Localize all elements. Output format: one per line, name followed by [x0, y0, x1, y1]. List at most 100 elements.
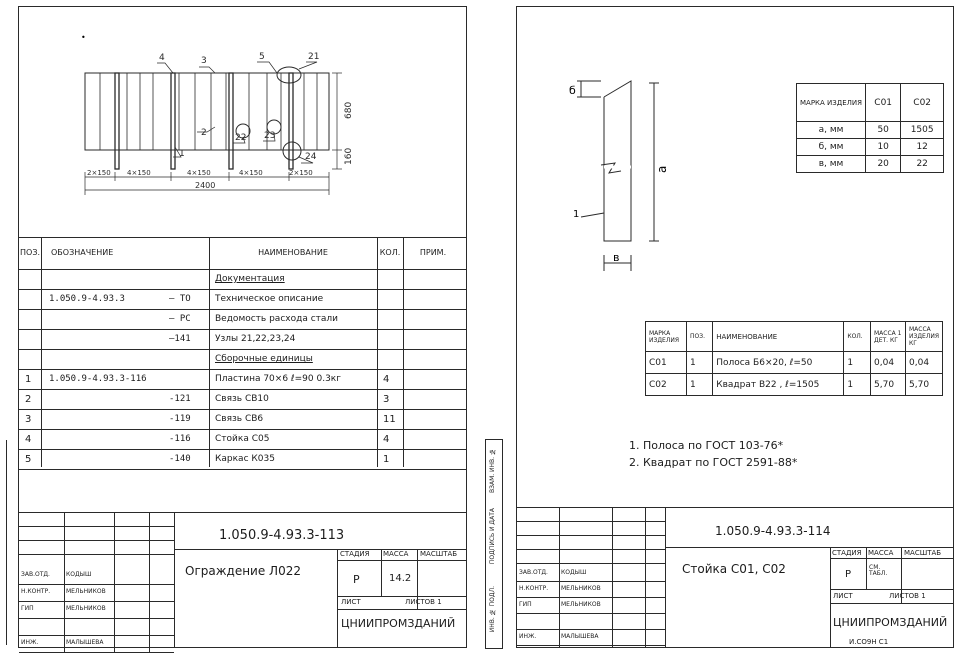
signature-person: МАЛЫШЕВА	[66, 639, 104, 646]
left-title-block: 1.050.9-4.93.3-113 Ограждение Л022 СТАДИ…	[19, 512, 466, 653]
spec-qty: 4	[383, 374, 390, 385]
param-row-a: а, мм	[795, 121, 867, 139]
spec-name: Техническое описание	[215, 294, 324, 304]
hdr-pos: ПОЗ.	[20, 247, 40, 257]
spec-pos: 2	[25, 394, 32, 405]
signature-person: МАЛЫШЕВА	[561, 633, 599, 640]
right-mass: СМ. ТАБЛ.	[869, 564, 888, 577]
left-stage: Р	[353, 573, 360, 586]
spec-suffix: – РС	[169, 314, 191, 324]
spec-pos: 3	[25, 414, 32, 425]
left-drawing-title: Ограждение Л022	[185, 564, 301, 578]
right-footer: И.СО9Н С1	[849, 638, 889, 646]
left-scale-label: МАСШТАБ	[420, 550, 458, 558]
hdr-qty: КОЛ.	[379, 247, 401, 257]
spec-suffix: -121	[169, 394, 191, 404]
signature-role: ИНЖ.	[519, 633, 537, 640]
signature-person: МЕЛЬНИКОВ	[561, 601, 601, 608]
callout-22: 22	[235, 133, 246, 143]
rspec-cell: Полоса Б6×20, ℓ=50	[712, 351, 845, 374]
param-cell: 50	[865, 121, 902, 139]
right-scale-label: МАСШТАБ	[904, 549, 942, 557]
rspec-cell: С01	[645, 351, 687, 374]
rspec-hdr-pos: ПОЗ.	[685, 321, 714, 352]
param-row-b: б, мм	[795, 138, 867, 156]
callout-24: 24	[305, 152, 317, 162]
svg-text:•: •	[81, 33, 86, 42]
rspec-cell: 5,70	[870, 373, 906, 396]
callout-21: 21	[308, 52, 319, 62]
signature-person: МЕЛЬНИКОВ	[66, 588, 106, 595]
right-title-block: 1.050.9-4.93.3-114 Стойка С01, С02 СТАДИ…	[517, 507, 953, 647]
left-sheet-label: ЛИСТ	[341, 598, 361, 606]
left-sheet: • 4 3 5 21 2 22 23 1 24 680 160 2×150 4×…	[18, 6, 467, 653]
rspec-hdr-name: НАИМЕНОВАНИЕ	[712, 321, 845, 352]
right-spec-table: МАРКА ИЗДЕЛИЯ ПОЗ. НАИМЕНОВАНИЕ КОЛ. МАС…	[645, 321, 943, 396]
callout-3: 3	[201, 56, 207, 66]
spec-name: Документация	[215, 274, 285, 284]
callout-4: 4	[159, 53, 165, 63]
param-hdr-1: С01	[865, 83, 902, 122]
fence-drawing: • 4 3 5 21 2 22 23 1 24 680 160 2×150 4×…	[81, 33, 354, 195]
side-stamp: ИНВ. № ПОДЛ. ПОДПИСЬ И ДАТА ВЗАМ. ИНВ. №	[485, 439, 503, 649]
label-v: в	[613, 251, 619, 264]
rspec-cell: 5,70	[905, 373, 943, 396]
spec-suffix: -119	[169, 414, 191, 424]
spec-pos: 1	[25, 374, 32, 385]
spec-pos: 5	[25, 454, 32, 465]
dim-total: 2400	[195, 181, 215, 190]
left-drawing-code: 1.050.9-4.93.3-113	[219, 528, 345, 543]
param-hdr-2: С02	[900, 83, 944, 122]
right-drawing-title: Стойка С01, С02	[682, 562, 786, 576]
spec-qty: 1	[383, 454, 390, 465]
spec-designation: 1.050.9-4.93.3	[49, 294, 125, 304]
param-row-v: в, мм	[795, 155, 867, 173]
dim-h-4: 4×150	[239, 169, 263, 177]
spec-pos: 4	[25, 434, 32, 445]
right-sheet-label: ЛИСТ	[833, 592, 853, 600]
signature-person: КОДЫШ	[66, 571, 92, 578]
param-cell: 10	[865, 138, 902, 156]
param-cell: 1505	[900, 121, 944, 139]
right-drawing-code: 1.050.9-4.93.3-114	[715, 524, 831, 538]
spec-suffix: -140	[169, 454, 191, 464]
spec-name: Узлы 21,22,23,24	[215, 334, 296, 344]
left-mass: 14.2	[389, 573, 412, 584]
stamp-inv: ИНВ. № ПОДЛ.	[489, 586, 496, 633]
param-cell: 12	[900, 138, 944, 156]
left-org: ЦНИИПРОМЗДАНИЙ	[341, 617, 456, 630]
left-sheets-label: ЛИСТОВ 1	[405, 598, 442, 606]
rspec-cell: 0,04	[870, 351, 906, 374]
signature-role: ИНЖ.	[21, 639, 39, 646]
signature-person: МЕЛЬНИКОВ	[66, 605, 106, 612]
rspec-cell: 1	[843, 373, 871, 396]
spec-name: Пластина 70×6 ℓ=90 0.3кг	[215, 374, 341, 384]
right-stage: Р	[845, 569, 852, 580]
spec-name: Связь СВ6	[215, 414, 264, 424]
hdr-note: ПРИМ.	[419, 247, 447, 257]
spec-designation: 1.050.9-4.93.3-116	[49, 374, 147, 384]
spec-qty: 3	[383, 394, 390, 405]
signature-role: Н.КОНТР.	[519, 585, 549, 592]
spec-name: Каркас К035	[215, 454, 275, 464]
spec-name: Стойка С05	[215, 434, 270, 444]
right-sheets-label: ЛИСТОВ 1	[889, 592, 926, 600]
rspec-cell: 1	[685, 373, 714, 396]
dim-h-1: 2×150	[87, 169, 111, 177]
signature-person: МЕЛЬНИКОВ	[561, 585, 601, 592]
label-a: а	[655, 166, 669, 173]
spec-suffix: – ТО	[169, 294, 191, 304]
rspec-hdr-mass2: МАССА ИЗДЕЛИЯ КГ	[905, 321, 943, 352]
spec-name: Связь СВ10	[215, 394, 269, 404]
param-cell: 22	[900, 155, 944, 173]
rspec-cell: 1	[685, 351, 714, 374]
rspec-hdr-mass1: МАССА 1 ДЕТ. КГ	[870, 321, 906, 352]
param-hdr-0: МАРКА ИЗДЕЛИЯ	[795, 83, 867, 122]
note-2: 2. Квадрат по ГОСТ 2591-88*	[629, 456, 798, 469]
stamp-vzam: ВЗАМ. ИНВ. №	[489, 448, 496, 493]
callout-1: 1	[179, 149, 185, 159]
dim-680: 680	[344, 102, 354, 119]
left-stage-label: СТАДИЯ	[340, 550, 370, 558]
dim-h-2: 4×150	[127, 169, 151, 177]
